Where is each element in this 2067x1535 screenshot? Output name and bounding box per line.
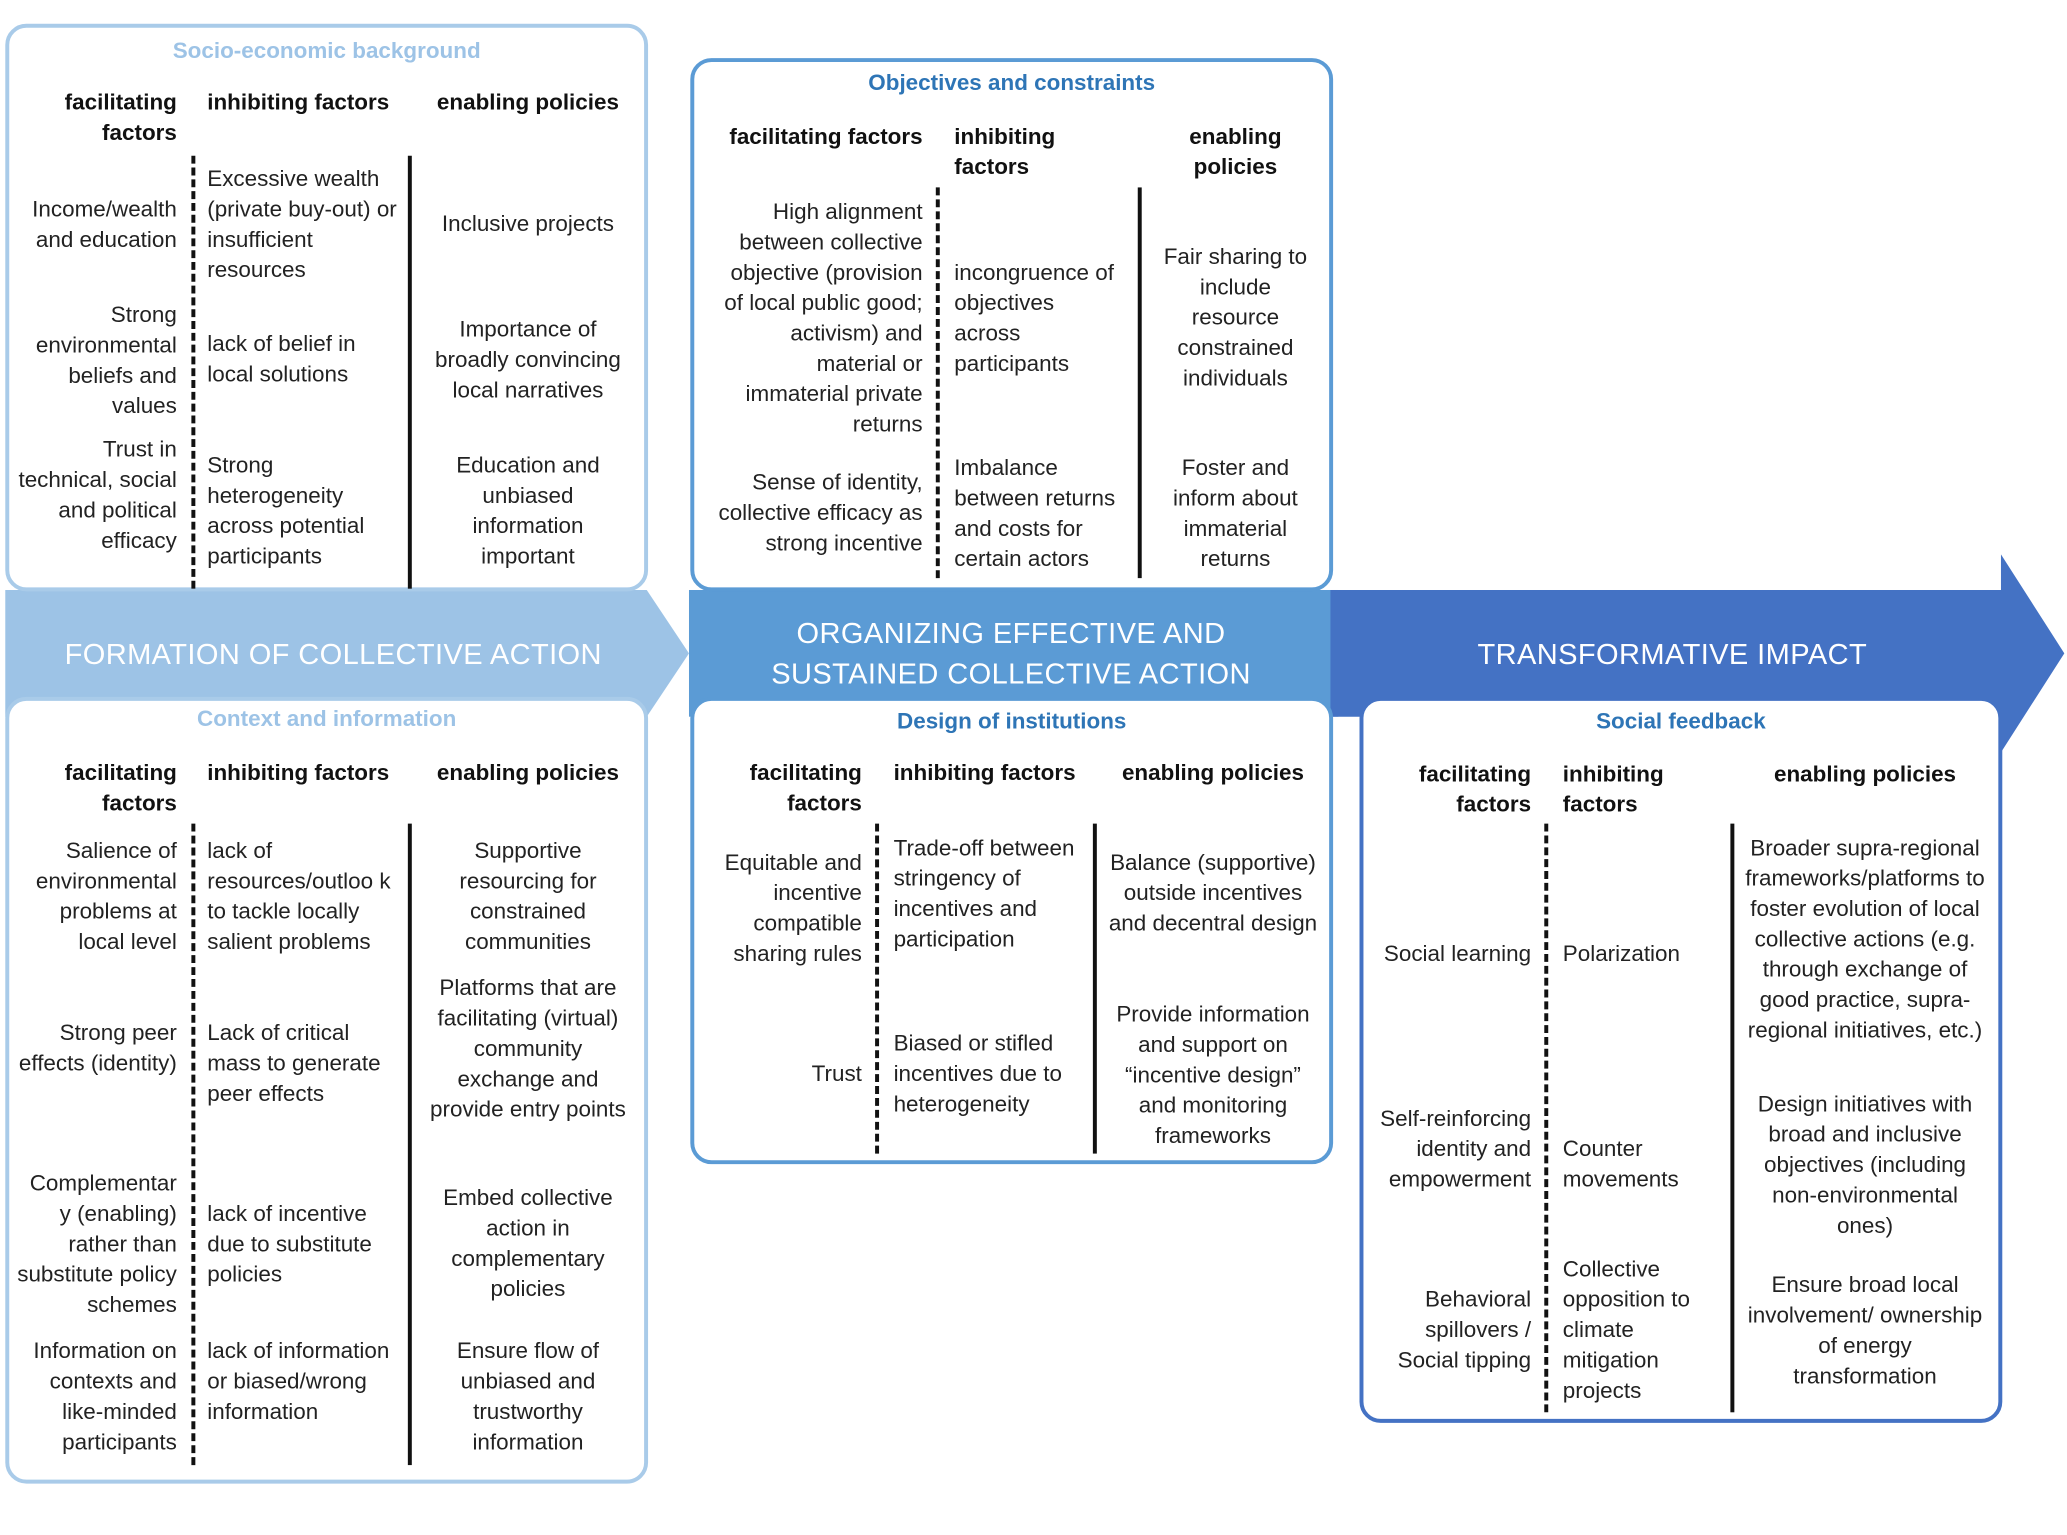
institutions-row1-facilitating: Equitable and incentive compatible shari…: [724, 850, 862, 967]
social-header-enabling: enabling policies: [1773, 761, 1957, 787]
institutions-row1-enabling: Balance (supportive) outside incentives …: [1108, 850, 1318, 936]
objectives-header-inhibiting: inhibiting factors: [954, 124, 1056, 180]
socio-economic-title: Socio-economic background: [172, 38, 481, 64]
socio-header-inhibiting: inhibiting factors: [207, 89, 390, 115]
social-header-inhibiting: inhibiting factors: [1562, 761, 1664, 818]
context-row2-inhibiting: Lack of critical mass to generate peer e…: [207, 1020, 381, 1107]
social-feedback-card: Social feedback: [1359, 696, 2003, 1423]
context-row1-enabling: Supportive resourcing for constrained co…: [459, 838, 597, 955]
organizing-label: ORGANIZING EFFECTIVE AND SUSTAINED COLLE…: [771, 616, 1251, 691]
socio-row2-enabling: Importance of broadly convincing local n…: [435, 316, 621, 403]
objectives-card: Objectives and constraints: [690, 58, 1334, 592]
context-row1-inhibiting: lack of resources/outloo k to tackle loc…: [207, 838, 391, 955]
formation-band: [5, 589, 689, 717]
institutions-row2-inhibiting: Biased or stifled incentives due to hete…: [893, 1030, 1062, 1117]
context-solid-divider: [407, 823, 412, 1466]
context-row3-inhibiting: lack of incentive due to substitute poli…: [207, 1201, 372, 1287]
socio-row3-facilitating: Trust in technical, social and political…: [18, 436, 177, 554]
socio-solid-divider: [407, 155, 412, 589]
socio-row1-inhibiting: Excessive wealth (private buy-out) or in…: [207, 166, 397, 283]
objectives-row1-enabling: Fair sharing to include resource constra…: [1163, 244, 1308, 391]
social-solid-divider: [1730, 823, 1735, 1413]
objectives-title: Objectives and constraints: [868, 69, 1156, 96]
social-row2-inhibiting: Counter movements: [1562, 1136, 1679, 1192]
context-row1-facilitating: Salience of environmental problems at lo…: [35, 838, 177, 955]
objectives-dashed-divider: [935, 187, 940, 579]
objectives-row2-enabling: Foster and inform about immaterial retur…: [1173, 455, 1298, 572]
objectives-header-facilitating: facilitating factors: [729, 124, 923, 150]
formation-label: FORMATION OF COLLECTIVE ACTION: [64, 637, 602, 671]
institutions-solid-divider: [1092, 823, 1097, 1154]
objectives-row1-inhibiting: incongruence of objectives across partic…: [954, 260, 1114, 377]
institutions-title: Design of institutions: [897, 708, 1127, 734]
social-row1-inhibiting: Polarization: [1562, 941, 1681, 967]
socio-row2-facilitating: Strong environmental beliefs and values: [35, 302, 177, 419]
social-row2-enabling: Design initiatives with broad and inclus…: [1757, 1091, 1973, 1239]
institutions-card: Design of institutions: [690, 696, 1334, 1165]
context-row2-enabling: Platforms that are facilitating (virtual…: [430, 975, 626, 1122]
context-header-inhibiting: inhibiting factors: [207, 760, 390, 786]
context-header-enabling: enabling policies: [436, 760, 619, 786]
social-row3-inhibiting: Collective opposition to climate mitigat…: [1562, 1256, 1691, 1404]
institutions-row2-enabling: Provide information and support on “ince…: [1116, 1001, 1310, 1149]
institutions-row1-inhibiting: Trade-off between stringency of incentiv…: [893, 835, 1075, 952]
social-row1-facilitating: Social learning: [1383, 941, 1532, 967]
objectives-row2-facilitating: Sense of identity, collective efficacy a…: [718, 469, 923, 556]
social-dashed-divider: [1544, 823, 1549, 1413]
socio-row3-inhibiting: Strong heterogeneity across potential pa…: [207, 452, 365, 569]
socio-dashed-divider: [191, 155, 196, 589]
institutions-row2-facilitating: Trust: [811, 1061, 862, 1087]
social-row3-facilitating: Behavioral spillovers / Social tipping: [1397, 1286, 1532, 1373]
objectives-row2-inhibiting: Imbalance between returns and costs for …: [954, 455, 1116, 572]
institutions-header-inhibiting: inhibiting factors: [893, 760, 1076, 786]
objectives-solid-divider: [1137, 187, 1142, 579]
social-row3-enabling: Ensure broad local involvement/ ownershi…: [1747, 1272, 1983, 1389]
socio-row1-facilitating: Income/wealth and education: [32, 196, 177, 253]
context-header-facilitating: facilitating factors: [64, 760, 177, 816]
objectives-row1-facilitating: High alignment between collective object…: [724, 199, 923, 437]
organizing-band: [688, 589, 1339, 717]
context-row4-facilitating: Information on contexts and like-minded …: [33, 1338, 177, 1455]
context-row3-enabling: Embed collective action in complementary…: [443, 1185, 613, 1302]
context-row4-enabling: Ensure flow of unbiased and trustworthy …: [456, 1338, 600, 1455]
context-dashed-divider: [191, 823, 196, 1466]
objectives-header-enabling: enabling policies: [1189, 124, 1282, 180]
socio-row3-enabling: Education and unbiased information impor…: [456, 452, 600, 569]
institutions-header-facilitating: facilitating factors: [749, 760, 862, 816]
institutions-dashed-divider: [875, 823, 880, 1154]
socio-row1-enabling: Inclusive projects: [441, 211, 615, 237]
context-row4-inhibiting: lack of information or biased/wrong info…: [207, 1338, 390, 1425]
socio-row2-inhibiting: lack of belief in local solutions: [207, 331, 356, 387]
socio-header-facilitating: facilitating factors: [64, 89, 177, 146]
context-card: Context and information: [5, 696, 649, 1484]
impact-label: TRANSFORMATIVE IMPACT: [1477, 637, 1868, 671]
context-row2-facilitating: Strong peer effects (identity): [18, 1020, 177, 1076]
social-feedback-title: Social feedback: [1596, 708, 1766, 734]
institutions-header-enabling: enabling policies: [1121, 760, 1304, 786]
socio-economic-card: Socio-economic background: [5, 23, 649, 592]
social-row1-enabling: Broader supra-regional frameworks/platfo…: [1745, 835, 1985, 1043]
social-header-facilitating: facilitating factors: [1418, 761, 1532, 818]
context-title: Context and information: [197, 706, 457, 732]
socio-header-enabling: enabling policies: [436, 89, 619, 115]
context-row3-facilitating: Complementar y (enabling) rather than su…: [17, 1170, 177, 1318]
social-row2-facilitating: Self-reinforcing identity and empowermen…: [1380, 1106, 1532, 1192]
